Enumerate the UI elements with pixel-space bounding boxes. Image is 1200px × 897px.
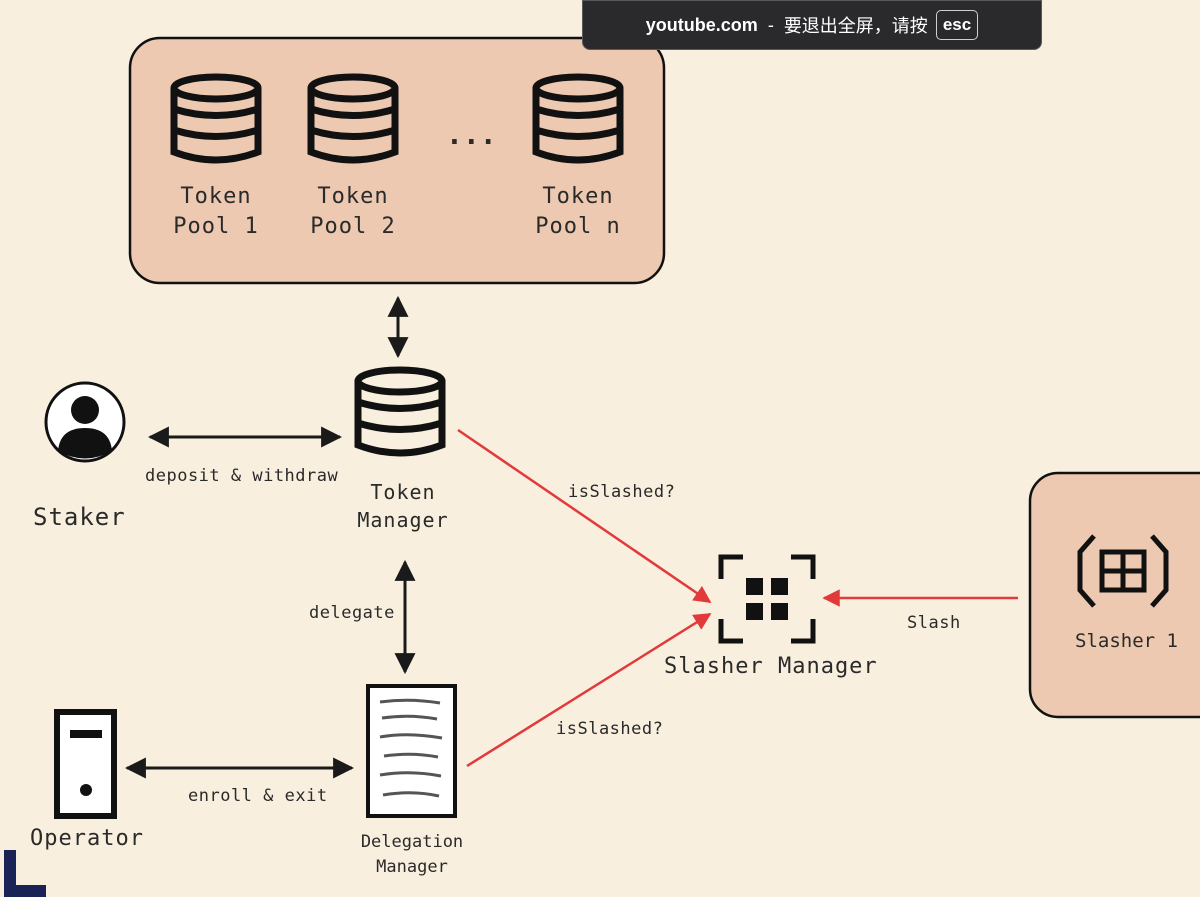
is-slashed-top-label: isSlashed?	[568, 482, 676, 502]
delegate-label: delegate	[309, 603, 395, 623]
slasher-icon	[1077, 534, 1169, 608]
delegation-document-icon	[366, 684, 457, 818]
overlay-message: 要退出全屏，请按	[783, 16, 928, 36]
enroll-exit-label: enroll & exit	[188, 786, 328, 806]
fullscreen-exit-notice: youtube.com - 要退出全屏，请按 esc	[582, 0, 1042, 50]
delegation-manager-label: Delegation Manager	[352, 830, 472, 880]
token-manager-label-line1: Token	[370, 480, 436, 504]
token-manager-label: Token Manager	[338, 478, 468, 534]
delegation-manager-label-line1: Delegation	[360, 832, 464, 852]
is-slashed-bottom-label: isSlashed?	[556, 719, 664, 739]
staker-avatar-icon	[44, 381, 126, 463]
pool-label-1: Token Pool 1	[156, 182, 276, 242]
slasher1-label: Slasher 1	[1075, 630, 1178, 652]
deposit-withdraw-label: deposit & withdraw	[145, 466, 339, 486]
token-pools-container	[128, 36, 666, 285]
pool-label-1-line1: Token	[180, 184, 252, 209]
pool-ellipsis: ...	[446, 118, 497, 151]
delegation-slasher-arrow	[466, 612, 712, 768]
tokenmanager-slasher-arrow	[457, 428, 712, 604]
operator-server-icon	[54, 709, 117, 819]
slash-label: Slash	[907, 613, 961, 633]
pool-label-1-line2: Pool 1	[173, 214, 259, 239]
token-manager-database-icon	[358, 370, 442, 453]
delegation-manager-label-line2: Manager	[376, 857, 448, 877]
pool-label-2-line2: Pool 2	[310, 214, 396, 239]
pool-label-2-line1: Token	[317, 184, 389, 209]
pool-label-n-line2: Pool n	[535, 214, 621, 239]
token-manager-label-line2: Manager	[357, 508, 449, 532]
pool-label-n: Token Pool n	[518, 182, 638, 242]
overlay-separator: -	[767, 14, 774, 35]
slasher1-container	[1028, 471, 1200, 719]
staker-label: Staker	[33, 503, 126, 531]
pool-label-2: Token Pool 2	[293, 182, 413, 242]
pool-label-n-line1: Token	[542, 184, 614, 209]
slasher-manager-icon	[718, 554, 816, 644]
operator-label: Operator	[30, 826, 144, 851]
slasher-manager-label: Slasher Manager	[664, 654, 878, 679]
corner-logo-foot	[4, 885, 46, 897]
esc-key-badge[interactable]: esc	[935, 10, 979, 40]
overlay-site: youtube.com	[645, 14, 758, 35]
